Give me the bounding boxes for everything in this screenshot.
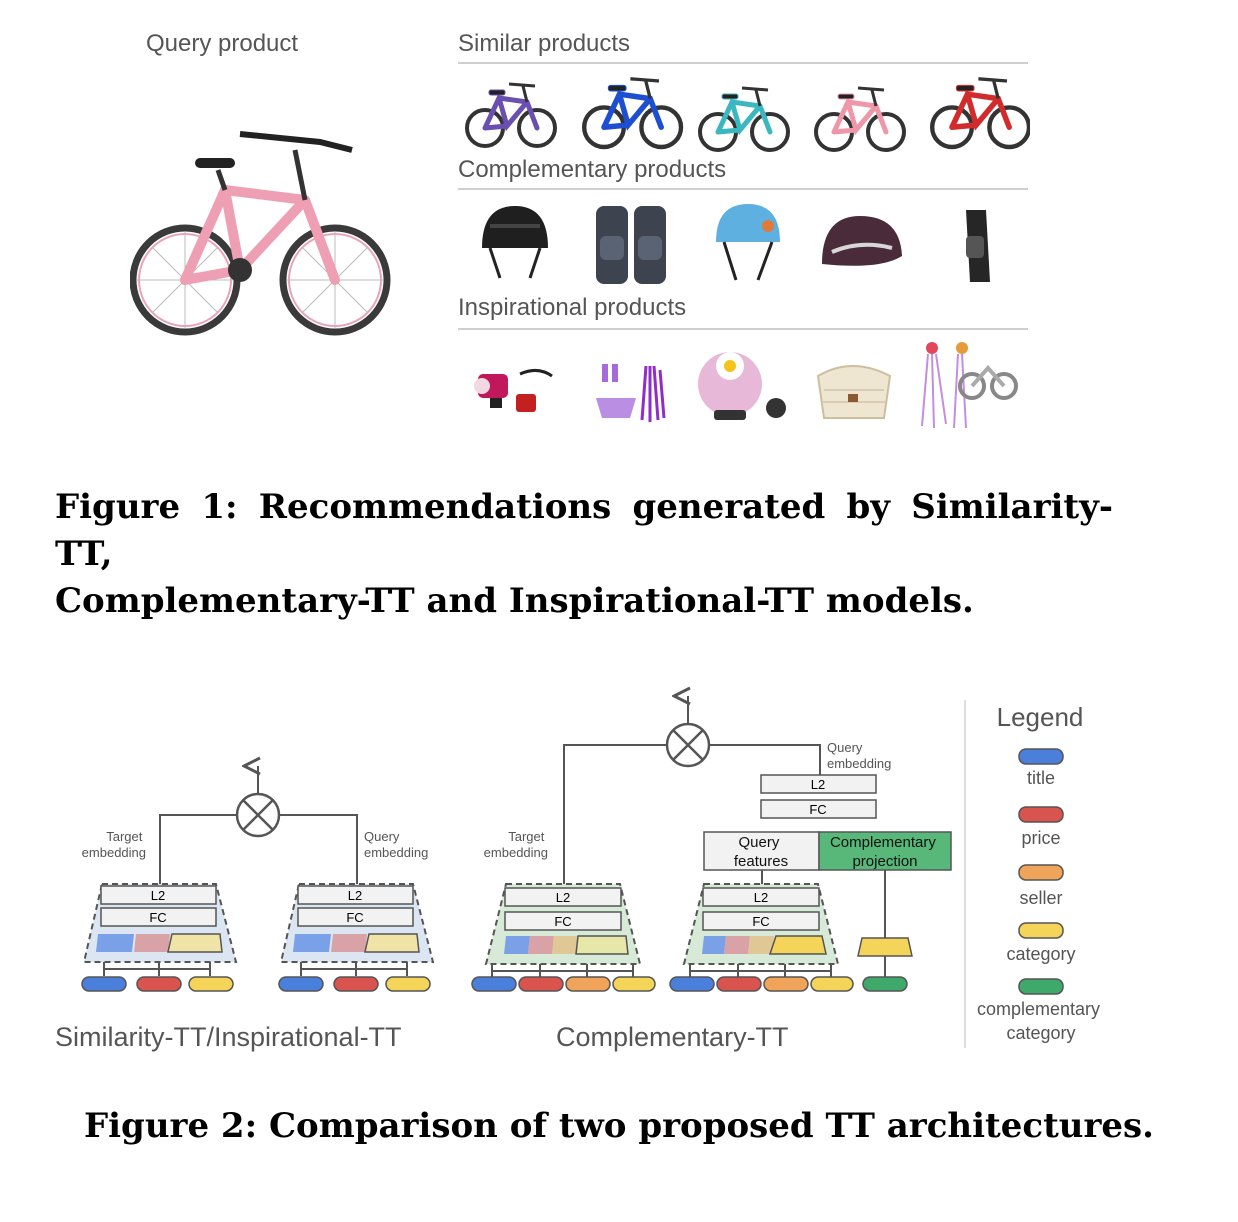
right-model-title: Complementary-TT bbox=[556, 1022, 789, 1052]
section-title-complementary: Complementary products bbox=[458, 156, 727, 183]
svg-text:FC: FC bbox=[554, 914, 571, 929]
bike-pink-icon bbox=[816, 88, 904, 150]
figure-2-caption: Figure 2: Comparison of two proposed TT … bbox=[84, 1106, 1155, 1146]
section-title-similar: Similar products bbox=[458, 30, 631, 57]
legend-swatch-category bbox=[1018, 922, 1064, 939]
tower-target-right: L2 FC bbox=[471, 883, 656, 992]
query-embedding-label: Query embedding bbox=[364, 829, 428, 860]
target-embedding-label-right: Target embedding bbox=[484, 829, 548, 860]
wicker-basket-icon bbox=[816, 365, 892, 419]
svg-text:L2: L2 bbox=[754, 890, 768, 905]
streamers-balance-bike-icon bbox=[921, 342, 1018, 429]
svg-text:FC: FC bbox=[752, 914, 769, 929]
target-embedding-label: Target embedding bbox=[82, 829, 146, 860]
query-bike-icon bbox=[130, 131, 391, 336]
similar-products-row bbox=[460, 66, 1030, 156]
legend-title: Legend bbox=[997, 702, 1084, 732]
query-product-label: Query product bbox=[146, 30, 299, 57]
tower-target-left: L2 FC bbox=[81, 883, 238, 992]
svg-text:L2: L2 bbox=[811, 777, 825, 792]
svg-text:FC: FC bbox=[149, 910, 166, 925]
legend-swatch-complementary-category bbox=[1018, 978, 1064, 995]
legend-label-title: title bbox=[1027, 768, 1055, 788]
divider bbox=[458, 188, 1028, 190]
legend-label-price: price bbox=[1021, 828, 1060, 848]
figure-1-caption-line2: Complementary-TT and Inspirational-TT mo… bbox=[55, 581, 974, 621]
section-title-inspirational: Inspirational products bbox=[458, 294, 687, 321]
figure-1-caption-line1: Figure 1: Recommendations generated by S… bbox=[55, 487, 1113, 574]
figure-1-caption: Figure 1: Recommendations generated by S… bbox=[55, 484, 1155, 625]
bike-teal-icon bbox=[700, 88, 788, 150]
helmet-black-icon bbox=[482, 206, 548, 279]
bike-red-icon bbox=[932, 79, 1029, 147]
left-model-title: Similarity-TT/Inspirational-TT bbox=[55, 1022, 402, 1052]
elbow-pad-icon bbox=[966, 210, 990, 282]
svg-text:L2: L2 bbox=[151, 888, 165, 903]
figure-2-diagram: Target embedding Query embedding L2 FC L… bbox=[55, 680, 1105, 1052]
svg-text:L2: L2 bbox=[348, 888, 362, 903]
svg-text:L2: L2 bbox=[556, 890, 570, 905]
tower-query-right: L2 FC bbox=[669, 883, 854, 992]
legend-swatch-seller bbox=[1018, 864, 1064, 881]
inspirational-products-row bbox=[474, 342, 1018, 429]
divider bbox=[458, 62, 1028, 64]
legend-label-category: category bbox=[1006, 944, 1075, 964]
divider bbox=[458, 328, 1028, 330]
legend-swatch-price bbox=[1018, 806, 1064, 823]
legend-label-complementary-category: complementary category bbox=[977, 999, 1105, 1043]
tower-query-left: L2 FC bbox=[278, 883, 435, 992]
svg-text:Complementary projection: Complementary projection bbox=[830, 834, 940, 870]
complementary-products-row bbox=[482, 204, 990, 284]
bike-purple-icon bbox=[467, 84, 555, 146]
svg-text:FC: FC bbox=[346, 910, 363, 925]
bike-bell-icon bbox=[698, 352, 786, 420]
helmet-blue-icon bbox=[716, 204, 780, 281]
complementary-category-feature bbox=[857, 937, 913, 957]
query-embedding-label-right: Query embedding bbox=[827, 740, 891, 771]
bike-blue-icon bbox=[584, 79, 681, 147]
bike-lights-icon bbox=[474, 369, 553, 412]
basket-tassels-icon bbox=[596, 364, 666, 422]
svg-text:Query features: Query features bbox=[734, 834, 788, 870]
legend-swatch-title bbox=[1018, 748, 1064, 765]
svg-text:FC: FC bbox=[809, 802, 826, 817]
helmet-maroon-icon bbox=[822, 216, 902, 266]
legend-label-seller: seller bbox=[1019, 888, 1062, 908]
knee-pads-icon bbox=[596, 206, 666, 284]
complementary-projection-box bbox=[818, 831, 952, 871]
